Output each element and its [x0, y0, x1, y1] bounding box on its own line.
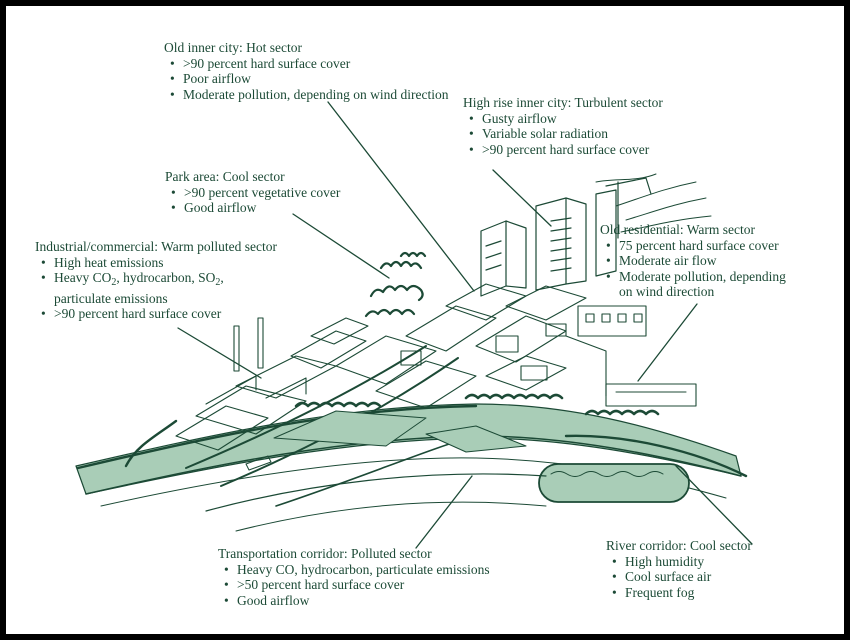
label-bullet: >90 percent vegetative cover	[165, 185, 340, 201]
label-bullet-rich: Heavy CO2, hydrocarbon, SO2,	[35, 270, 277, 291]
label-bullet: Variable solar radiation	[463, 126, 663, 142]
label-bullet: Good airflow	[165, 200, 340, 216]
label-bullet: Moderate air flow	[600, 253, 786, 269]
high-rise-towers	[480, 177, 652, 297]
label-bullet: High heat emissions	[35, 255, 277, 271]
label-bullet: >90 percent hard surface cover	[164, 56, 448, 72]
label-industrial: Industrial/commercial: Warm polluted sec…	[35, 239, 277, 322]
label-bullet: Cool surface air	[606, 569, 752, 585]
label-old-inner-city: Old inner city: Hot sector >90 percent h…	[164, 40, 448, 102]
label-bullet: 75 percent hard surface cover	[600, 238, 786, 254]
label-bullet-continuation: particulate emissions	[54, 290, 168, 306]
label-high-rise: High rise inner city: Turbulent sector G…	[463, 95, 663, 157]
label-bullet: Poor airflow	[164, 71, 448, 87]
label-title: River corridor: Cool sector	[606, 538, 752, 553]
label-bullet: Good airflow	[218, 593, 490, 609]
inner-city-blocks	[335, 283, 587, 409]
label-old-residential: Old residential: Warm sector 75 percent …	[600, 222, 786, 300]
label-bullet: Moderate pollution, depending on wind di…	[164, 87, 448, 103]
diagram-frame: Old inner city: Hot sector >90 percent h…	[6, 6, 844, 634]
shoreline	[76, 404, 478, 470]
industrial-buildings	[175, 317, 369, 451]
label-bullet: Gusty airflow	[463, 111, 663, 127]
label-title: Old residential: Warm sector	[600, 222, 755, 237]
leader-lines	[177, 101, 753, 549]
residential-blocks	[565, 305, 697, 407]
label-title: Old inner city: Hot sector	[164, 40, 302, 55]
label-title: Park area: Cool sector	[165, 169, 285, 184]
label-bullet-continuation: on wind direction	[619, 284, 715, 299]
label-river: River corridor: Cool sector High humidit…	[606, 538, 752, 600]
label-title: Industrial/commercial: Warm polluted sec…	[35, 239, 277, 254]
label-bullet: Frequent fog	[606, 585, 752, 601]
label-bullet: Heavy CO, hydrocarbon, particulate emiss…	[218, 562, 490, 578]
label-bullet: High humidity	[606, 554, 752, 570]
label-bullet: >90 percent hard surface cover	[35, 306, 277, 322]
label-park: Park area: Cool sector >90 percent veget…	[165, 169, 340, 216]
label-bullet: >50 percent hard surface cover	[218, 577, 490, 593]
label-bullet: >90 percent hard surface cover	[463, 142, 663, 158]
city-illustration	[75, 101, 753, 549]
label-title: Transportation corridor: Polluted sector	[218, 546, 432, 561]
park-trees	[364, 251, 427, 318]
label-bullet: Moderate pollution, depending	[600, 269, 786, 285]
label-transportation: Transportation corridor: Polluted sector…	[218, 546, 490, 608]
label-title: High rise inner city: Turbulent sector	[463, 95, 663, 110]
fog-bank	[538, 463, 690, 503]
